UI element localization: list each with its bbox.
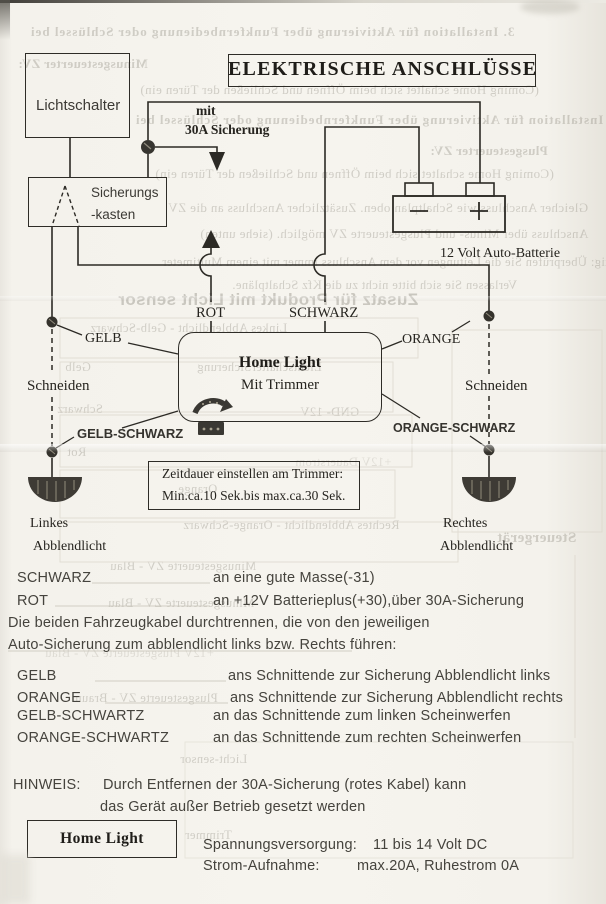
wire-label-orange-schwarz: ORANGE-SCHWARZ: [393, 421, 516, 435]
zeitdauer-box: [148, 461, 360, 510]
hinweis-label: HINWEIS:: [13, 777, 81, 793]
homelight-module-box: [178, 332, 382, 422]
wire-name: SCHWARZ: [17, 570, 92, 586]
connection-row: GELB-SCHWARTZ an das Schnittende zum lin…: [0, 708, 606, 727]
spec-value: max.20A, Ruhestrom 0A: [357, 858, 520, 874]
paragraph-line: Die beiden Fahrzeugkabel durchtrennen, d…: [0, 615, 606, 634]
leader-orange: [451, 320, 471, 333]
schneiden-right-label: Schneiden: [465, 378, 528, 394]
lichtschalter-box: [25, 53, 130, 138]
zeitdauer-line-2: Min.ca.10 Sek.bis max.ca.30 Sek.: [162, 488, 346, 503]
battery-label: 12 Volt Auto-Batterie: [440, 246, 561, 261]
fuse-note-mit: mit: [196, 103, 216, 118]
wire-desc: an das Schnittende zum linken Scheinwerf…: [213, 708, 511, 724]
product-name: Home Light: [60, 830, 144, 847]
left-lamp-label-2: Abblendlicht: [33, 539, 107, 554]
wire-node-stub: [155, 146, 218, 152]
spec-row: Spannungsversorgung: 11 bis 14 Volt DC: [0, 837, 606, 856]
sicherungskasten-box: [28, 177, 167, 227]
connector-block-icon: [198, 422, 224, 435]
trimmer-arrow-icon: [192, 398, 233, 415]
battery-plus-icon: [470, 202, 488, 220]
sicherungskasten-label-2: -kasten: [91, 207, 136, 222]
right-lamp-label-2: Abblendlicht: [440, 539, 514, 554]
wire-fuse-to-battery-plus: [147, 101, 481, 183]
product-name-box: [27, 820, 177, 858]
fuse-symbol-icon: [51, 185, 80, 227]
leader-gelb-schwarz-dot: [55, 436, 75, 449]
wire-name: ORANGE: [17, 690, 82, 706]
wire-name: GELB-SCHWARTZ: [17, 708, 145, 724]
lichtschalter-label: Lichtschalter: [36, 97, 121, 114]
leader-orange-schwarz-dot: [469, 435, 487, 448]
leader-gelb-schwarz: [121, 410, 179, 429]
hinweis-block: HINWEIS: Durch Entfernen der 30A-Sicheru…: [0, 777, 606, 796]
spec-label: Strom-Aufnahme:: [203, 858, 320, 874]
wire-desc: an das Schnittende zum rechten Scheinwer…: [213, 730, 522, 746]
left-lamp-label-1: Linkes: [30, 516, 69, 531]
headlight-left-icon: [28, 477, 82, 502]
paragraph-line: Auto-Sicherung zum abblendlicht links bz…: [0, 637, 606, 656]
paragraph-text: Auto-Sicherung zum abblendlicht links bz…: [8, 637, 397, 653]
leader-gelb-box: [127, 342, 179, 355]
wire-desc: an eine gute Masse(-31): [213, 570, 375, 586]
wire-label-gelb: GELB: [85, 331, 122, 346]
connection-row: ROT an +12V Batterieplus(+30),über 30A-S…: [0, 593, 606, 612]
battery-icon: [392, 182, 506, 233]
wires: [51, 101, 490, 478]
title-box: [228, 54, 536, 87]
wire-bus: [77, 227, 490, 311]
hinweis-line-2: das Gerät außer Betrieb gesetzt werden: [100, 799, 366, 815]
wire-desc: ans Schnittende zur Sicherung Abblendlic…: [230, 690, 564, 706]
wire-name: ROT: [17, 593, 49, 609]
right-lamp-label-1: Rechtes: [443, 516, 488, 531]
bleed-grid: [8, 317, 603, 859]
wire-label-schwarz: SCHWARZ: [289, 305, 359, 321]
wire-rot: [199, 248, 212, 302]
connection-row: GELB ans Schnittende zur Sicherung Abble…: [0, 668, 606, 687]
wire-desc: an +12V Batterieplus(+30),über 30A-Siche…: [213, 593, 525, 609]
leader-gelb: [56, 324, 83, 336]
wire-schwarz: [313, 126, 420, 302]
paragraph-text: Die beiden Fahrzeugkabel durchtrennen, d…: [8, 615, 430, 631]
spec-value: 11 bis 14 Volt DC: [373, 837, 488, 853]
page-title: ELEKTRISCHE ANSCHLÜSSE: [228, 58, 538, 80]
arrow-down-icon: [209, 152, 225, 171]
connection-row: SCHWARZ an eine gute Masse(-31): [0, 570, 606, 589]
wire-name: ORANGE-SCHWARTZ: [17, 730, 170, 746]
homelight-module-title: Home Light: [238, 354, 322, 371]
leader-orange-schwarz: [381, 393, 421, 419]
schneiden-left-label: Schneiden: [27, 378, 90, 394]
zeitdauer-line-1: Zeitdauer einstellen am Trimmer:: [162, 466, 344, 481]
connection-row: ORANGE ans Schnittende zur Sicherung Abb…: [0, 690, 606, 709]
connection-row: ORANGE-SCHWARTZ an das Schnittende zum r…: [0, 730, 606, 749]
headlight-right-icon: [462, 477, 516, 502]
homelight-module-subtitle: Mit Trimmer: [241, 377, 319, 393]
wire-label-rot: ROT: [196, 305, 225, 321]
wire-label-orange: ORANGE: [402, 332, 461, 347]
hinweis-line-1: Durch Entfernen der 30A-Sicherung (rotes…: [103, 777, 467, 793]
fuse-node-icon: [141, 140, 155, 154]
fuse-note-30a: 30A Sicherung: [185, 122, 270, 137]
hinweis-block: das Gerät außer Betrieb gesetzt werden: [0, 799, 606, 818]
wire-label-gelb-schwarz: GELB-SCHWARZ: [77, 426, 184, 441]
spec-row: Strom-Aufnahme: max.20A, Ruhestrom 0A: [0, 858, 606, 877]
spec-label: Spannungsversorgung:: [203, 837, 357, 853]
leader-orange-box: [381, 340, 403, 350]
arrow-up-icon: [202, 230, 220, 248]
sicherungskasten-label-1: Sicherungs: [91, 185, 159, 200]
wire-name: GELB: [17, 668, 57, 684]
wire-desc: ans Schnittende zur Sicherung Abblendlic…: [228, 668, 551, 684]
